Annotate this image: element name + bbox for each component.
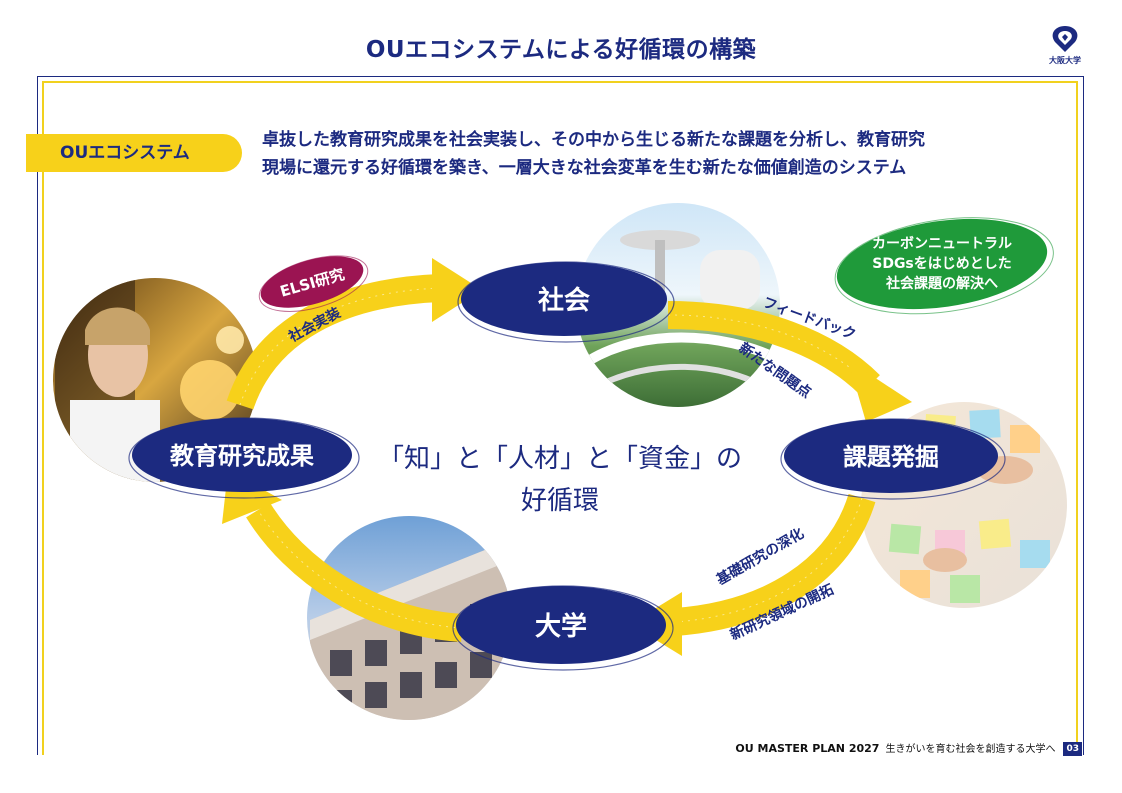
- university-building-photo: [307, 516, 511, 720]
- page-footer: OU MASTER PLAN 2027 生きがいを育む社会を創造する大学へ 03: [600, 740, 1082, 758]
- node-society-label: 社会: [538, 285, 590, 316]
- cycle-center-text: 「知」と「人材」と「資金」の 好循環: [330, 438, 790, 522]
- footer-title: OU MASTER PLAN 2027: [735, 742, 880, 755]
- sdgs-badge-line-3: 社会課題の解決へ: [885, 275, 998, 292]
- center-text-line-2: 好循環: [520, 486, 599, 516]
- arrow-research-to-society: [226, 258, 482, 410]
- sdgs-badge-line-1: カーボンニュートラル: [872, 236, 1012, 252]
- page-frame: [37, 76, 1084, 755]
- node-research-results: 教育研究成果: [128, 417, 360, 499]
- node-university-label: 大学: [535, 611, 587, 642]
- sdgs-badge: [834, 217, 1054, 315]
- node-society: 社会: [457, 261, 675, 343]
- university-logo: 大阪大学: [1040, 24, 1090, 72]
- page-frame-inner: [42, 81, 1078, 755]
- footer-subtitle: 生きがいを育む社会を創造する大学へ: [885, 744, 1056, 755]
- node-research-label: 教育研究成果: [170, 442, 314, 470]
- center-text-line-1: 「知」と「人材」と「資金」の: [377, 444, 742, 474]
- page-number: 03: [1063, 742, 1082, 756]
- cycle-arrows: [222, 258, 912, 656]
- ecosystem-label: OUエコシステム: [26, 134, 242, 172]
- description-line-2: 現場に還元する好循環を築き、一層大きな社会変革を生む新たな価値創造のシステム: [262, 158, 907, 178]
- description-line-1: 卓抜した教育研究成果を社会実装し、その中から生じる新たな課題を分析し、教育研究: [262, 130, 925, 150]
- osaka-university-logo-icon: [1052, 26, 1078, 52]
- arrow-society-to-issues: [667, 301, 912, 422]
- ecosystem-description: 卓抜した教育研究成果を社会実装し、その中から生じる新たな課題を分析し、教育研究 …: [262, 126, 1062, 182]
- node-issue-discovery: 課題発掘: [780, 418, 1006, 500]
- sdgs-badge-line-2: SDGsをはじめとした: [872, 256, 1012, 272]
- elsi-badge: ELSI研究: [258, 255, 369, 312]
- node-university: 大学: [452, 585, 674, 671]
- node-issues-label: 課題発掘: [843, 443, 939, 471]
- page-title: OUエコシステムによる好循環の構築: [365, 37, 757, 63]
- logo-text: 大阪大学: [1049, 56, 1081, 65]
